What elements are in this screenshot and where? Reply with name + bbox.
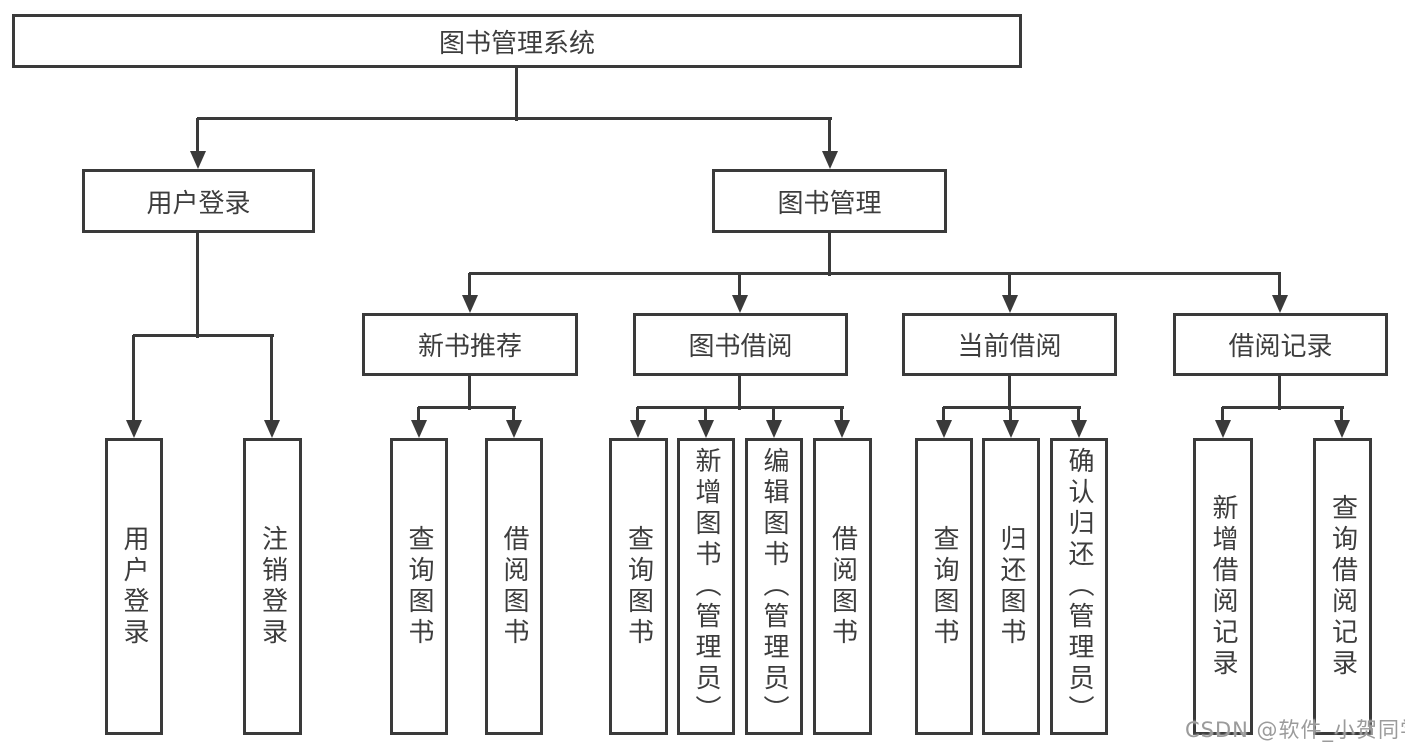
node-add-books-admin: 新增图书（管理员） — [677, 438, 735, 735]
node-borrowing-records: 借阅记录 — [1173, 313, 1388, 376]
connector-line — [828, 233, 831, 276]
arrow-down-icon — [190, 151, 206, 169]
connector-line — [738, 273, 741, 297]
csdn-watermark: CSDN @软件_小贺同学 — [1185, 718, 1405, 742]
arrow-down-icon — [698, 420, 714, 438]
arrow-down-icon — [766, 420, 782, 438]
connector-line — [772, 407, 775, 422]
connector-line — [738, 376, 741, 410]
arrow-down-icon — [1334, 420, 1350, 438]
connector-line — [704, 407, 707, 422]
arrow-down-icon — [264, 420, 280, 438]
connector-line — [1221, 407, 1224, 422]
connector-line — [1222, 406, 1344, 409]
arrow-down-icon — [1002, 295, 1018, 313]
connector-line — [468, 273, 471, 297]
node-borrow-books-recommend: 借阅图书 — [485, 438, 543, 735]
connector-line — [1008, 273, 1011, 297]
arrow-down-icon — [411, 420, 427, 438]
connector-line — [132, 335, 135, 422]
node-user-login-action: 用户登录 — [105, 438, 163, 735]
arrow-down-icon — [1071, 420, 1087, 438]
node-query-borrow-record: 查询借阅记录 — [1313, 438, 1372, 735]
node-query-books-recommend: 查询图书 — [390, 438, 448, 735]
node-borrow-books-borrowing: 借阅图书 — [813, 438, 872, 735]
connector-line — [1077, 407, 1080, 422]
arrow-down-icon — [1215, 420, 1231, 438]
connector-line — [196, 233, 199, 338]
connector-line — [197, 117, 832, 120]
node-query-books-borrowing: 查询图书 — [609, 438, 668, 735]
node-return-books: 归还图书 — [982, 438, 1040, 735]
connector-line — [469, 272, 1281, 275]
connector-line — [417, 407, 420, 422]
arrow-down-icon — [630, 420, 646, 438]
node-new-book-recommend: 新书推荐 — [362, 313, 578, 376]
node-query-books-current: 查询图书 — [915, 438, 973, 735]
node-add-borrow-record: 新增借阅记录 — [1193, 438, 1253, 735]
node-library-system: 图书管理系统 — [12, 14, 1022, 68]
connector-line — [1340, 407, 1343, 422]
arrow-down-icon — [506, 420, 522, 438]
arrow-down-icon — [834, 420, 850, 438]
arrow-down-icon — [126, 420, 142, 438]
connector-line — [637, 406, 844, 409]
connector-line — [270, 335, 273, 422]
connector-line — [942, 407, 945, 422]
arrow-down-icon — [936, 420, 952, 438]
node-confirm-return-admin: 确认归还（管理员） — [1050, 438, 1108, 735]
connector-line — [1009, 407, 1012, 422]
connector-line — [1278, 273, 1281, 297]
connector-line — [943, 406, 1081, 409]
arrow-down-icon — [462, 295, 478, 313]
arrow-down-icon — [732, 295, 748, 313]
node-edit-books-admin: 编辑图书（管理员） — [745, 438, 803, 735]
connector-line — [1278, 376, 1281, 410]
connector-line — [828, 118, 831, 153]
connector-line — [1008, 376, 1011, 410]
node-logout-action: 注销登录 — [243, 438, 302, 735]
connector-line — [515, 68, 518, 121]
connector-line — [468, 376, 471, 410]
arrow-down-icon — [1272, 295, 1288, 313]
connector-line — [512, 407, 515, 422]
arrow-down-icon — [822, 151, 838, 169]
node-user-login: 用户登录 — [82, 169, 315, 233]
connector-line — [133, 334, 274, 337]
node-book-borrowing: 图书借阅 — [633, 313, 848, 376]
arrow-down-icon — [1003, 420, 1019, 438]
node-book-management: 图书管理 — [712, 169, 947, 233]
connector-line — [636, 407, 639, 422]
node-current-borrowing: 当前借阅 — [902, 313, 1117, 376]
connector-line — [196, 118, 199, 153]
connector-line — [840, 407, 843, 422]
connector-line — [418, 406, 516, 409]
